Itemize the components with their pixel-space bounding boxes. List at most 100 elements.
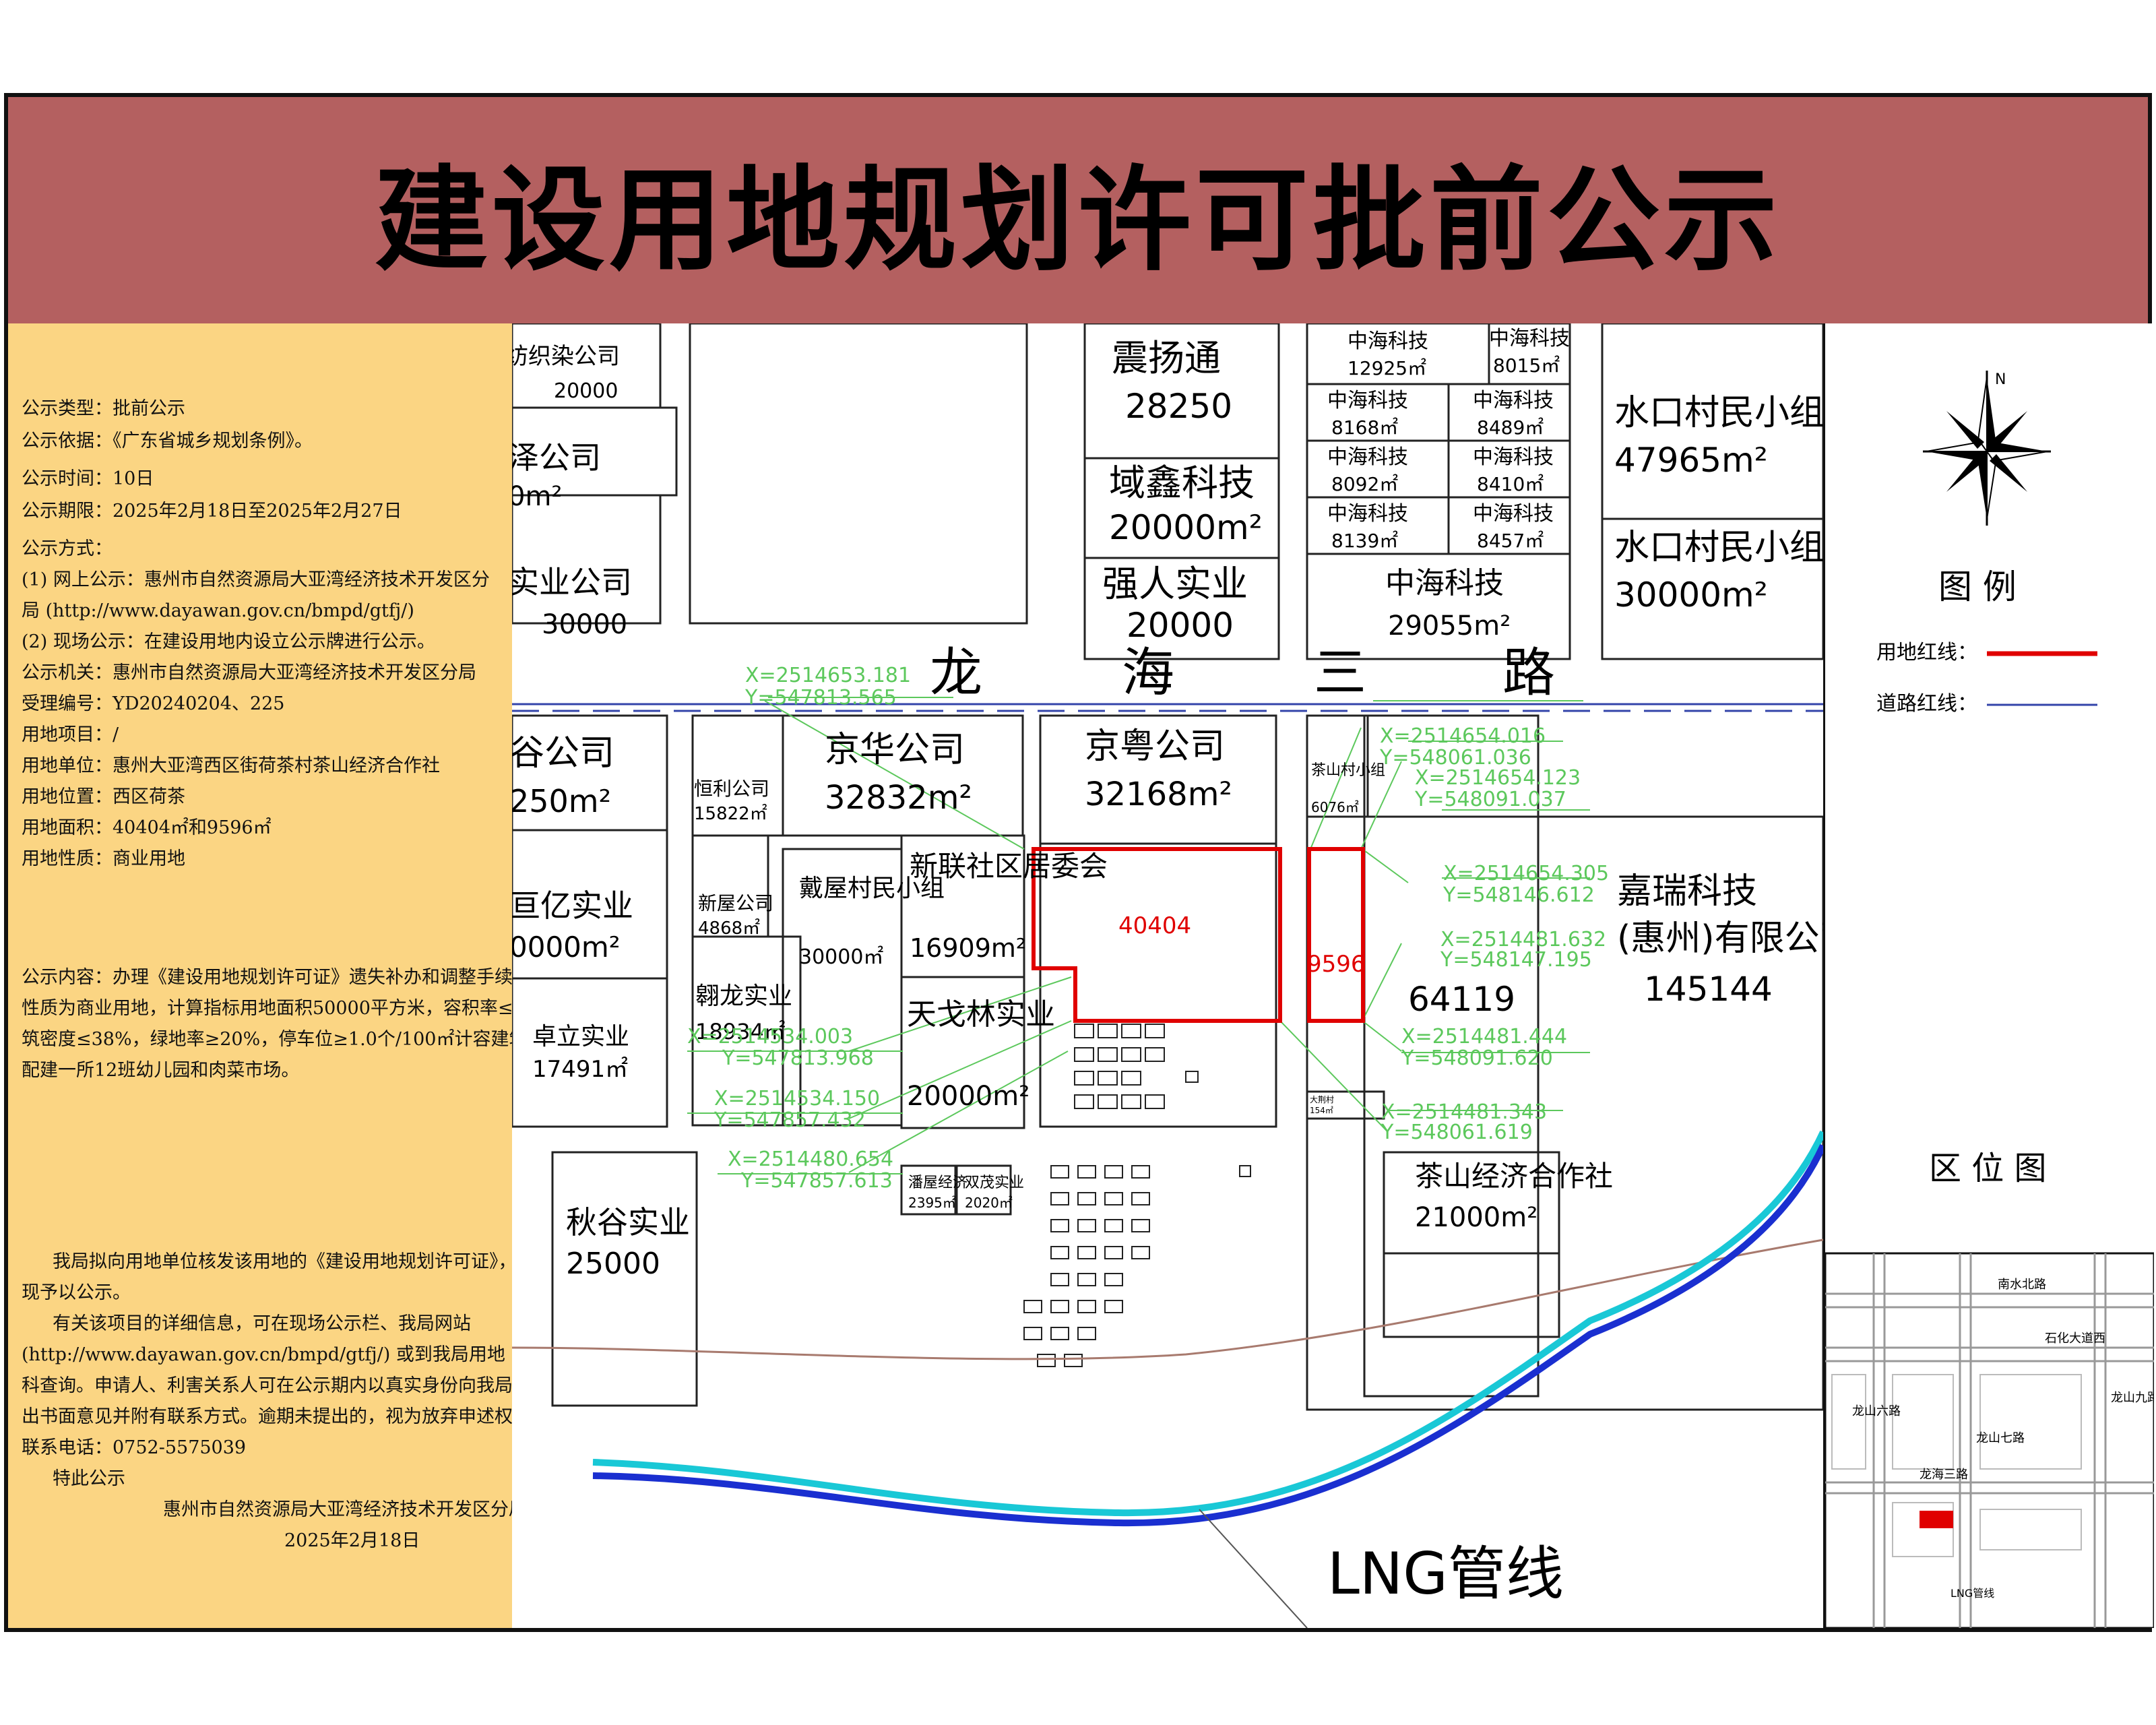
label-sm-v: 2020㎡ [965,1195,1013,1211]
label-zhiran: 纺织染公司 [512,343,620,370]
label-zyt-v: 28250 [1125,387,1232,426]
info-duration: 公示时间：10日 [22,468,154,489]
label-al-v: 18934㎡ [695,1019,786,1044]
location-marker [1920,1511,1953,1528]
coord-y-5: Y=548147.195 [1440,948,1592,972]
label-jh-v: 32832m² [825,779,972,817]
coord-y-6: Y=548091.620 [1401,1046,1553,1070]
label-ze: 泽公司 [512,439,601,476]
label-zhiran-v: 20000 [554,379,618,403]
site-a-label: 40404 [1118,912,1191,939]
legend-panel: N 图 例 用地红线： 道路红线： 区 位 图 [1823,323,2156,1629]
label-zh-2: 中海科技 [1489,327,1570,350]
label-dx: 大荆村 [1310,1095,1334,1104]
label-pw: 潘屋经济 [908,1174,968,1191]
coord-y-1: Y=547813.565 [744,686,897,710]
road-char-3: 三 [1314,643,1366,703]
label-skc-1: 水口村民小组 [1614,393,1823,433]
notice-line-4: (http://www.dayawan.gov.cn/bmpd/gtfj/) 或… [22,1344,505,1365]
label-dw-v: 30000㎡ [799,945,883,969]
info-onsite: (2) 现场公示：在建设用地内设立公示牌进行公示。 [22,631,435,652]
north-label: N [1995,371,2006,388]
coord-x-3: X=2514654.123 [1415,766,1581,790]
info-online-2: 局 (http://www.dayawan.gov.cn/bmpd/gtfj/) [22,600,414,621]
road-char-4: 路 [1502,643,1555,703]
label-zh-7: 中海科技 [1327,502,1408,526]
label-yx-v: 20000m² [1109,508,1263,547]
label-zh-3: 中海科技 [1327,389,1408,412]
label-pw-v: 2395㎡ [908,1195,956,1211]
coord-x-8: X=2514534.003 [687,1025,853,1048]
info-nature: 用地性质：商业用地 [22,848,185,869]
label-dw: 戴屋村民小组 [799,875,945,902]
north-arrow-icon [1923,371,2051,526]
road-char-1: 龙 [930,643,982,703]
label-jh: 京华公司 [825,730,965,770]
notice-signer: 惠州市自然资源局大亚湾经济技术开发区分局 [163,1499,527,1520]
coord-x-1: X=2514653.181 [745,664,911,687]
label-csc-v: 6076㎡ [1311,799,1359,815]
label-ye: 实业公司 [512,564,632,600]
site-map: 40404 9596 龙 海 三 路 纺织染公司 20000 泽公司 0m² 实… [505,322,1855,1629]
label-zh-4v: 8489㎡ [1477,416,1544,439]
title-banner: 建设用地规划许可批前公示 [8,97,2148,323]
info-type: 公示类型：批前公示 [22,398,185,419]
label-jr-v: 145144 [1644,970,1773,1009]
label-zh-8: 中海科技 [1473,502,1554,526]
coord-x-7: X=2514481.343 [1381,1100,1547,1124]
label-ye-v: 30000 [542,609,627,640]
coord-x-5: X=2514481.632 [1440,928,1606,951]
info-basis: 公示依据：《广东省城乡规划条例》。 [22,431,313,451]
label-zh-8v: 8457㎡ [1477,530,1544,552]
label-cs: 茶山经济合作社 [1415,1160,1613,1193]
label-skc-1v: 47965m² [1614,441,1768,480]
notice-line-6: 出书面意见并附有联系方式。逾期未提出的，视为放弃申述权利。 [22,1406,549,1427]
coord-y-9: Y=547857.432 [714,1108,866,1132]
mini-road-7: LNG管线 [1951,1587,1994,1600]
content-line-4: 配建一所12班幼儿园和肉菜市场。 [22,1060,300,1081]
coord-leaders [687,697,1590,1174]
label-tgl: 天戈林实业 [907,997,1055,1032]
label-jr-2: (惠州)有限公司 [1617,918,1823,959]
label-zh-9v: 29055m² [1388,610,1511,641]
notice-line-5: 科查询。申请人、利害关系人可在公示期内以真实身份向我局提 [22,1375,531,1396]
info-online-1: (1) 网上公示：惠州市自然资源局大亚湾经济技术开发区分 [22,569,490,590]
label-tgl-v: 20000m² [907,1081,1029,1112]
legend-title: 图 例 [1938,567,2017,606]
label-zh-5v: 8092㎡ [1331,473,1398,495]
label-zh-4: 中海科技 [1473,389,1554,412]
pipeline-label: LNG管线 [1327,1540,1564,1608]
label-xl: 新联社区居委会 [910,850,1108,883]
notice-special: 特此公示 [53,1468,125,1489]
label-64119: 64119 [1408,980,1515,1019]
road-red-lines [512,703,1823,712]
coord-y-8: Y=547813.968 [722,1046,874,1070]
river-light [592,1130,1827,1517]
label-hy-v: 0000m² [512,931,621,964]
label-qg: 秋谷实业 [566,1204,690,1241]
label-ze-v: 0m² [512,481,562,512]
mini-road-6: 龙海三路 [1920,1468,1968,1482]
label-skc-2: 水口村民小组 [1614,528,1823,568]
label-zyt: 震扬通 [1112,337,1221,379]
label-zh-7v: 8139㎡ [1331,530,1398,552]
label-csc: 茶山村小组 [1311,762,1385,779]
label-sm: 双茂实业 [965,1174,1024,1191]
label-zh-3v: 8168㎡ [1331,416,1398,439]
label-qg-v: 25000 [566,1247,660,1281]
mini-road-3: 龙山六路 [1852,1404,1901,1418]
info-period: 公示期限：2025年2月18日至2025年2月27日 [22,501,402,522]
site-b-label: 9596 [1307,951,1366,978]
label-xl-v: 16909m² [910,933,1026,963]
label-zh-5: 中海科技 [1327,445,1408,469]
info-location: 用地位置：西区荷茶 [22,786,185,807]
notice-line-3: 有关该项目的详细信息，可在现场公示栏、我局网站 [53,1313,471,1334]
mini-road-5: 龙山九路 [2111,1391,2154,1405]
boundary-curve [511,1238,1824,1360]
pipeline-line [1199,1509,1308,1629]
page-title: 建设用地规划许可批前公示 [375,154,1781,286]
site-map-svg: 40404 9596 龙 海 三 路 纺织染公司 20000 泽公司 0m² 实… [505,322,1855,1629]
info-project: 用地项目：/ [22,724,119,745]
legend-road-line-label: 道路红线： [1876,692,1977,716]
mini-road-4: 龙山七路 [1976,1431,2025,1445]
